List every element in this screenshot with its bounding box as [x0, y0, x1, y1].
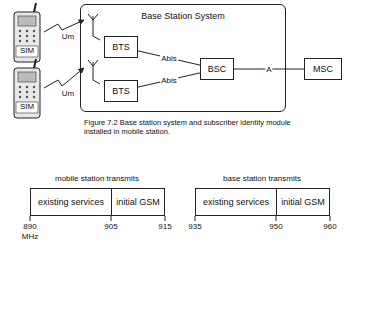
frequency-value: 915: [158, 223, 171, 232]
node-text: existing services: [38, 197, 104, 207]
band-heading: mobile station transmits: [55, 175, 139, 184]
frequency-band: initial GSM: [276, 188, 330, 216]
process-box: MSC: [304, 58, 342, 80]
frequency-value: 950: [269, 223, 282, 232]
node-text: initial GSM: [116, 197, 160, 207]
sim-label: SIM: [20, 103, 34, 112]
interface-label: Abis: [160, 54, 178, 63]
node-text: BTS: [112, 86, 130, 96]
process-box: BSC: [200, 58, 234, 80]
interface-label: A: [265, 65, 272, 74]
frequency-band: existing services: [30, 188, 112, 216]
frequency-tick: [30, 216, 330, 221]
interface-label: Um: [62, 33, 74, 42]
band-heading: base station transmits: [223, 175, 301, 184]
frequency-value: 905: [104, 223, 117, 232]
frequency-value: 960: [323, 223, 336, 232]
process-box: BTS: [104, 80, 138, 102]
frequency-value: 935: [188, 223, 201, 232]
sim-label: SIM: [20, 47, 34, 56]
interface-label: Abis: [160, 76, 178, 85]
node-text: BSC: [208, 64, 227, 74]
radio-link: [44, 20, 84, 32]
unit-label: MHz: [22, 233, 38, 242]
mobile-phone: [14, 3, 40, 62]
mobile-phone: [14, 59, 40, 118]
node-text: initial GSM: [281, 197, 325, 207]
node-text: MSC: [313, 64, 333, 74]
system-boundary: Base Station SystemBTS BTS BSC: [80, 4, 286, 112]
frequency-band: initial GSM: [111, 188, 165, 216]
connector-line: [138, 73, 200, 87]
figure-caption: Figure 7.2 Base station system and subsc…: [84, 118, 304, 136]
radio-link: [44, 68, 84, 88]
frequency-value: 890: [23, 223, 36, 232]
interface-label: Um: [62, 90, 74, 99]
frequency-band: existing services: [195, 188, 277, 216]
process-box: BTS: [104, 36, 138, 58]
node-text: BTS: [112, 42, 130, 52]
node-text: Base Station System: [141, 11, 225, 21]
connector-line: [138, 51, 200, 65]
antenna: [88, 14, 100, 84]
node-text: existing services: [203, 197, 269, 207]
